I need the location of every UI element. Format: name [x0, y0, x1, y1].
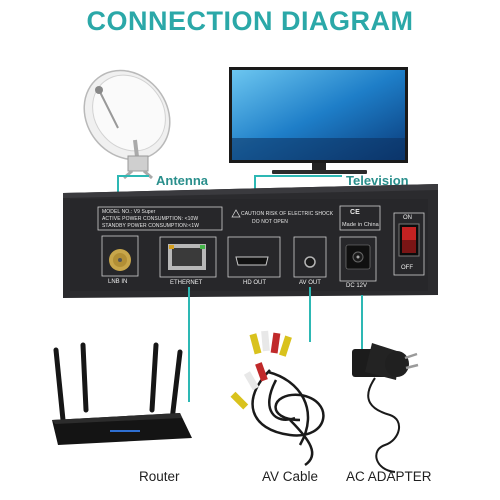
model-number: MODEL NO.: V9 Super — [102, 209, 156, 215]
made-in-china-text: Made in China — [342, 222, 379, 228]
television-label: Television — [346, 173, 409, 188]
hdmi-port-label: HD OUT — [243, 280, 266, 286]
switch-off-label: OFF — [401, 265, 413, 271]
av-cable-wire — [309, 287, 311, 342]
router-wire — [188, 287, 190, 402]
ac-adapter-label: AC ADAPTER — [346, 469, 432, 484]
active-power-text: ACTIVE POWER CONSUMPTION: <10W — [102, 216, 199, 222]
caution-text: CAUTION RISK OF ELECTRIC SHOCK — [241, 211, 334, 217]
lnb-port-label: LNB IN — [108, 279, 128, 285]
ethernet-port-label: ETHERNET — [170, 280, 203, 286]
dc-port-label: DC 12V — [346, 283, 368, 289]
diagram-title: CONNECTION DIAGRAM — [86, 6, 414, 36]
av-cable-label: AV Cable — [262, 469, 319, 484]
adapter-wire — [361, 295, 363, 350]
antenna-label: Antenna — [156, 173, 208, 188]
standby-power-text: STANDBY POWER CONSUMPTION:<1W — [102, 223, 200, 229]
router-label: Router — [139, 469, 180, 484]
antenna-wire-top — [117, 175, 149, 177]
av-port-label: AV OUT — [299, 280, 321, 286]
television-wire-top — [254, 175, 342, 177]
ce-mark: CE — [350, 209, 360, 216]
switch-on-label: ON — [403, 215, 412, 221]
do-not-open-text: DO NOT OPEN — [252, 219, 289, 225]
